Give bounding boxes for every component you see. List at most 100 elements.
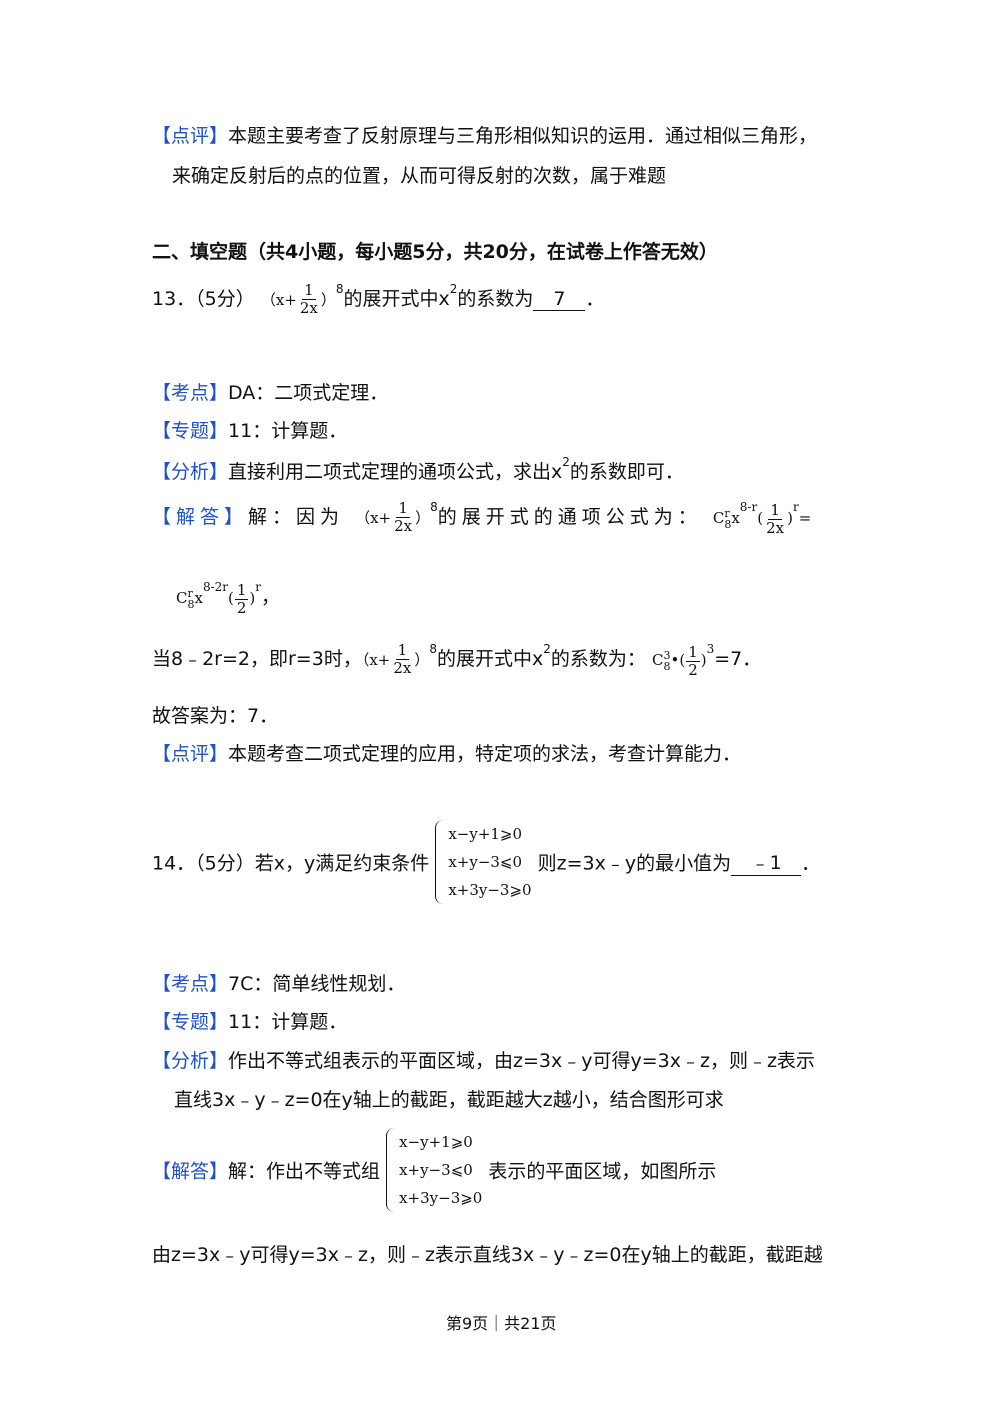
coef-dot: • (670, 651, 680, 669)
half-den: 2 (236, 598, 247, 617)
q14-inequality-3: x+3y−3⩾0 (448, 881, 532, 899)
comb-c: C (712, 509, 725, 527)
q14-fenxi: 【分析】作出不等式组表示的平面区域，由z=3x﹣y可得y=3x﹣z，则﹣z表示 (152, 1046, 815, 1073)
binomial-close: ） (415, 509, 431, 527)
q14-kaodian-tag: 【考点】 (152, 973, 229, 995)
q14-fenxi-tag: 【分析】 (152, 1050, 229, 1072)
q14-answer: ﹣1 (731, 848, 802, 876)
binomial-open: （x+ (355, 509, 392, 527)
term-x: x (731, 509, 740, 527)
question-14: 14．（5分）若x，y满足约束条件 x−y+1⩾0 x+y−3⩽0 x+3y−3… (152, 820, 820, 904)
jieda-tag: 【解答】 (152, 506, 249, 528)
q14-fenxi-text-1: 作出不等式组表示的平面区域，由z=3x﹣y可得y=3x﹣z，则﹣z表示 (228, 1050, 815, 1072)
comb-8-2: 8 (187, 598, 195, 611)
zhuanti-tag: 【专题】 (152, 420, 229, 442)
half-power-r: r (255, 580, 262, 594)
q13-answer-line: 故答案为：7． (152, 705, 279, 727)
binomial-frac-num: 1 (396, 499, 410, 518)
when-close: ） (414, 651, 430, 669)
q14-kaodian: 【考点】7C：简单线性规划． (152, 969, 405, 996)
comb-8: 8 (724, 518, 732, 531)
fenxi-square: 2 (562, 455, 570, 469)
brace-icon (386, 1128, 395, 1212)
when-frac-den: 2x (393, 659, 412, 677)
q14-inequality-2: x+y−3⩽0 (448, 853, 523, 871)
q14-jieda-label: 【解答】解：作出不等式组 (152, 1161, 380, 1183)
coef-8: 8 (663, 660, 671, 673)
q13-frac-num: 1 (302, 281, 316, 300)
q14-number: 14．（5分）若x，y满足约束条件 (152, 852, 430, 875)
binomial-exponent: 8 (430, 500, 438, 514)
comb-c-2: C (176, 589, 188, 607)
q13-text-2: 的系数为 (457, 288, 534, 310)
when-exponent: 8 (429, 642, 438, 656)
coef-result: =7． (714, 648, 762, 670)
q14-end: ． (801, 852, 821, 875)
when-open: （x+ (361, 651, 391, 669)
q13-frac-den: 2x (299, 299, 318, 317)
dianping-text: 本题考查二项式定理的应用，特定项的求法，考查计算能力． (228, 743, 742, 765)
term-x-2: x (194, 589, 203, 607)
review-tag: 【点评】 (152, 125, 229, 147)
q14-constraint-system: x−y+1⩾0 x+y−3⩽0 x+3y−3⩾0 (435, 820, 532, 904)
q13-kaodian: 【考点】DA：二项式定理． (152, 378, 388, 405)
q13-answer: 7 (533, 288, 586, 311)
when-square: 2 (543, 642, 551, 656)
q13-zhuanti: 【专题】11：计算题． (152, 416, 347, 443)
term-exp-1: 8-r (739, 500, 758, 514)
binomial-frac-den: 2x (394, 517, 413, 535)
q14-zhuanti-text: 11：计算题． (228, 1011, 348, 1033)
q14-jieda-tag: 【解答】 (152, 1160, 229, 1183)
q13-number: 13．（5分） (152, 288, 255, 310)
comma: ， (261, 586, 281, 608)
q13-square: 2 (449, 282, 458, 296)
coef-power: 3 (706, 642, 715, 656)
kaodian-tag: 【考点】 (152, 382, 229, 404)
fenxi-text-2: 的系数即可． (569, 461, 684, 483)
review-line-1: 【点评】本题主要考查了反射原理与三角形相似知识的运用．通过相似三角形， (152, 121, 817, 148)
q14-zhuanti: 【专题】11：计算题． (152, 1007, 347, 1034)
comb-r: r (724, 507, 730, 520)
q14-jieda: 【解答】解：作出不等式组 x−y+1⩾0 x+y−3⩽0 x+3y−3⩾0 表示… (152, 1128, 716, 1212)
when-frac-num: 1 (395, 641, 410, 660)
q13-exponent: 8 (335, 282, 344, 296)
q13-paren-close: ） (320, 291, 336, 309)
review-text-1: 本题主要考查了反射原理与三角形相似知识的运用．通过相似三角形， (228, 125, 818, 147)
zhuanti-text: 11：计算题． (228, 420, 348, 442)
term-frac-num: 1 (768, 500, 782, 520)
term-frac-den: 2x (766, 518, 785, 537)
q14-fenxi-line-2: 直线3x﹣y﹣z=0在y轴上的截距，截距越大z越小，结合图形可求 (174, 1089, 724, 1111)
jieda-text-1: 解：因为 (248, 506, 345, 528)
when-text-3: 的系数为： (550, 648, 646, 670)
fenxi-tag: 【分析】 (152, 461, 229, 483)
q13-text-1: 的展开式中x (343, 288, 450, 310)
coef-num: 1 (686, 642, 700, 662)
q14-inequality-1: x−y+1⩾0 (448, 825, 523, 843)
q14-jieda-inequality-2: x+y−3⩽0 (399, 1161, 473, 1179)
coef-c: C (651, 651, 664, 669)
q14-jieda-inequality-1: x−y+1⩾0 (399, 1133, 473, 1151)
when-text-1: 当8﹣2r=2，即r=3时， (152, 648, 362, 670)
q13-fenxi: 【分析】直接利用二项式定理的通项公式，求出x2的系数即可． (152, 455, 684, 484)
fenxi-text-1: 直接利用二项式定理的通项公式，求出x (228, 461, 563, 483)
q14-jieda-text-1: 解：作出不等式组 (228, 1160, 381, 1183)
page-footer: 第9页｜共21页 (446, 1314, 557, 1333)
review-line-2: 来确定反射后的点的位置，从而可得反射的次数，属于难题 (172, 165, 667, 187)
when-text-2: 的展开式中x (437, 648, 544, 670)
brace-icon (435, 820, 444, 904)
half-num: 1 (234, 580, 249, 600)
